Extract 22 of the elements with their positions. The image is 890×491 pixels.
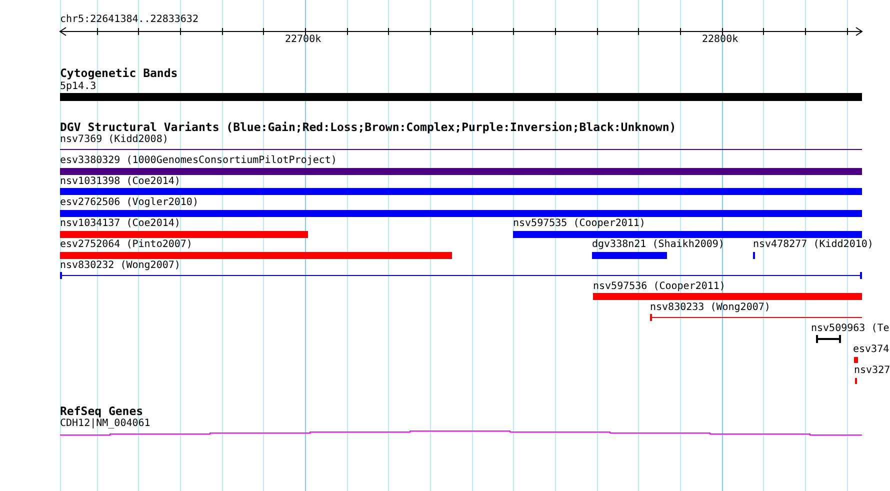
track-title: DGV Structural Variants (Blue:Gain;Red:Loss;Brown:Complex;Purple:Inversion;Black:Unknown) (60, 121, 676, 134)
variant-label: nsv7369 (Kidd2008) (60, 134, 168, 146)
variant-label: nsv1034137 (Coe2014) (60, 218, 180, 230)
track-title: Cytogenetic Bands (60, 67, 178, 80)
variant-label: nsv597535 (Cooper2011) (513, 218, 646, 230)
locus-label: chr5:22641384..22833632 (60, 14, 198, 26)
variant-label: esv3380329 (1000GenomesConsortiumPilotProject) (60, 155, 337, 167)
ruler-tick-label: 22700k (285, 34, 322, 46)
band-label: 5p14.3 (60, 81, 96, 93)
variant-label: esv374 (853, 344, 890, 356)
ruler-tick-label: 22800k (702, 34, 738, 46)
variant-label: esv2752064 (Pinto2007) (60, 239, 192, 251)
variant-label: nsv327 (854, 365, 890, 377)
variant-label: nsv830233 (Wong2007) (650, 302, 770, 314)
variant-label: nsv1031398 (Coe2014) (60, 176, 180, 188)
variant-label: nsv830232 (Wong2007) (60, 260, 180, 272)
variant-label: nsv597536 (Cooper2011) (593, 281, 726, 293)
variant-label: nsv478277 (Kidd2010) (753, 239, 874, 251)
variant-label: dgv338n21 (Shaikh2009) (592, 239, 724, 251)
gene-label: CDH12|NM_004061 (60, 418, 150, 430)
variant-label: nsv509963 (Te (811, 323, 890, 335)
variant-label: esv2762506 (Vogler2010) (60, 197, 198, 209)
